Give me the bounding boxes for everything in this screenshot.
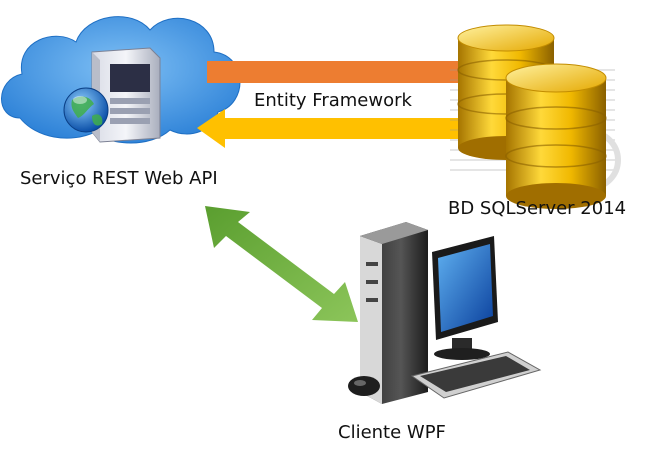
client-label: Cliente WPF xyxy=(338,422,446,443)
entity-framework-label: Entity Framework xyxy=(254,90,412,111)
database-icon xyxy=(450,24,621,209)
database-label: BD SQLServer 2014 xyxy=(448,198,627,219)
globe-icon xyxy=(63,87,109,133)
arrow-server-client xyxy=(205,206,358,322)
arrow-to-server xyxy=(197,109,508,148)
server-label: Serviço REST Web API xyxy=(20,168,218,189)
arrow-to-database xyxy=(207,52,518,92)
client-computer-icon xyxy=(348,222,542,404)
